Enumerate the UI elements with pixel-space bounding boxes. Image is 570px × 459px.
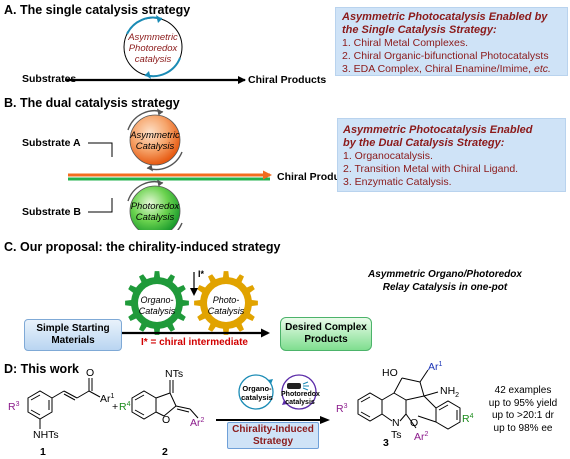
section-b-diagram [68,108,272,230]
n-label: N [392,417,400,429]
section-a-title: A. The single catalysis strategy [4,3,191,17]
section-a-diagram [65,15,246,84]
chiral-products-label-b: Chiral Products [277,171,356,183]
ts-label: Ts [391,429,402,441]
photo-gear-label: Photo-Catalysis [207,295,245,316]
single-box-title-2: the Single Catalysis Strategy: [342,24,497,36]
dual-catalysis-box: Asymmetric Photocatalysis Enabled by the… [337,118,566,192]
intermediate-label: I* = chiral intermediate [141,337,248,348]
ar2-label: Ar2 [190,417,205,429]
organo-cycle-circle [238,374,274,410]
single-catalysis-box: Asymmetric Photocatalysis Enabled by the… [335,7,568,76]
dual-box-item-1: 1. Organocatalysis. [343,150,433,162]
benzene-ring-1 [27,390,53,420]
substrate-a-label: Substrate A [22,137,81,149]
nts-label: NTs [165,368,183,380]
r4-product: R4 [462,413,474,425]
lamp-icon [287,383,301,389]
dual-box-item-2: 2. Transition Metal with Chiral Ligand. [343,163,519,175]
single-box-item-2: 2. Chiral Organic-bifunctional Photocata… [342,50,549,62]
results-summary: 42 examples up to 95% yield up to >20:1 … [478,385,568,435]
result-examples: 42 examples [494,385,552,396]
compound-3-label: 3 [383,437,389,449]
bridge-o: O [410,417,418,429]
section-d-title: D: This work [4,362,80,376]
r4-label: R4 [119,401,131,413]
ar2-product: Ar2 [414,431,429,443]
photoredox-circle-label: Asymmetric Photoredox catalysis [128,32,178,65]
dual-box-title-1: Asymmetric Photocatalysis Enabled [343,124,533,136]
r3-label: R3 [8,401,20,413]
ar1-label: Ar1 [100,393,115,405]
dual-box-title-2: by the Dual Catalysis Strategy: [343,137,505,149]
ar1-product: Ar1 [428,361,443,373]
single-box-item-1: 1. Chiral Metal Complexes. [342,37,469,49]
photoredox-catalysis-circle [129,185,181,230]
section-c-title: C. Our proposal: the chirality-induced s… [4,240,281,254]
result-ee: up to 98% ee [493,422,553,434]
result-dr: up to >20:1 dr [492,410,554,421]
furan-o: O [162,414,170,426]
substrate-b-label: Substrate B [22,206,81,218]
reaction-scheme: O Ar1 NHTs R3 + R4 NTs O Ar2 HO Ar1 NH2 … [8,361,474,443]
nh2-label: NH2 [440,385,459,399]
section-c-diagram [122,271,270,338]
chiral-products-label-a: Chiral Products [248,74,327,86]
plus-sign: + [112,401,118,413]
carbonyl-o: O [86,367,94,379]
single-box-title-1: Asymmetric Photocatalysis Enabled by [342,11,548,23]
compound-2-label: 2 [162,446,168,458]
single-box-item-3: 3. EDA Complex, Chiral Enamine/Imime, et… [342,63,551,75]
organo-cycle-label: Organo-catalysis [241,384,273,402]
result-yield: up to 95% yield [488,397,558,409]
istar-label: I* [198,269,205,279]
section-b-title: B. The dual catalysis strategy [4,96,180,110]
r3-product: R3 [336,403,348,415]
organo-gear-label: Organo-Catalysis [138,295,176,316]
compound-1-label: 1 [40,446,46,458]
ho-label: HO [382,367,398,379]
dual-box-item-3: 3. Enzymatic Catalysis. [343,176,452,188]
asymmetric-catalysis-circle [129,114,181,166]
nhts-label: NHTs [33,429,59,441]
substrates-label: Substrates [22,73,77,85]
